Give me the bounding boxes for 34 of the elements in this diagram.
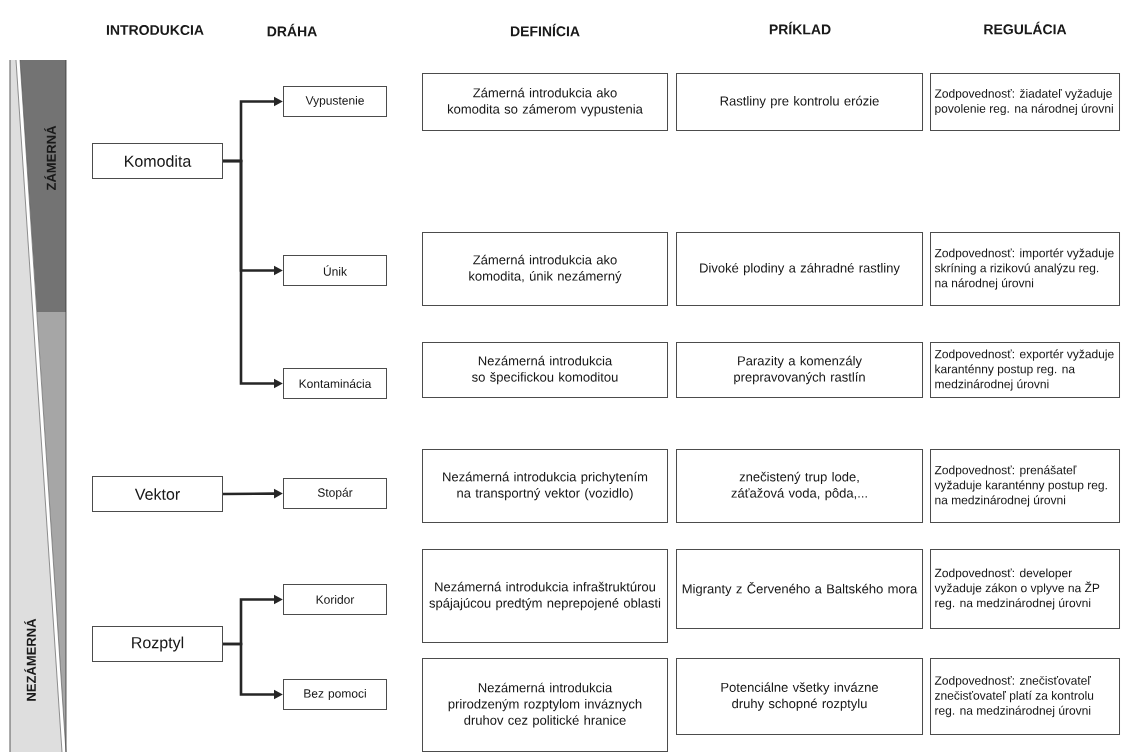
- process-box: Zodpovednosť: žiadateľ vyžaduje povolenie reg. na národnej úrovni: [930, 73, 1120, 131]
- process-box: Divoké plodiny a záhradné rastliny: [676, 232, 923, 306]
- process-box: Vektor: [92, 476, 223, 512]
- process-box: Nezámerná introdukcia prirodzeným rozptylom inváznych druhov cez politické hranice: [422, 658, 668, 752]
- column-header: PRÍKLAD: [769, 21, 831, 35]
- process-box: Zámerná introdukcia ako komodita so zámerom vypustenia: [422, 73, 668, 131]
- process-box: znečistený trup lode, záťažová voda, pôda,...: [676, 449, 923, 523]
- column-header: DEFINÍCIA: [510, 23, 580, 37]
- process-box: Koridor: [283, 584, 387, 615]
- column-header: INTRODUKCIA: [106, 25, 204, 35]
- process-box: Nezámerná introdukcia prichytením na transportný vektor (vozidlo): [422, 449, 668, 523]
- column-header: REGULÁCIA: [984, 21, 1067, 35]
- band-label: NEZÁMERNÁ: [24, 618, 36, 701]
- process-box: Bez pomoci: [283, 679, 387, 710]
- process-box: Zámerná introdukcia ako komodita, únik nezámerný: [422, 232, 668, 306]
- process-box: Parazity a komenzály prepravovaných rastlín: [676, 342, 923, 398]
- band-label: ZÁMERNÁ: [44, 125, 56, 191]
- process-box: Stopár: [283, 478, 387, 509]
- process-box: Zodpovednosť: importér vyžaduje skríning a rizikovú analýzu reg. na národnej úrovni: [930, 232, 1120, 306]
- process-box: Vypustenie: [283, 86, 387, 117]
- process-box: Nezámerná introdukcia so špecifickou komoditou: [422, 342, 668, 398]
- process-box: Potenciálne všetky invázne druhy schopné rozptylu: [676, 658, 923, 735]
- process-box: Zodpovednosť: prenášateľ vyžaduje karanténny postup reg. na medzinárodnej úrovni: [930, 449, 1120, 523]
- process-box: Kontaminácia: [283, 368, 387, 399]
- process-box: Rozptyl: [92, 626, 223, 662]
- column-header: DRÁHA: [267, 23, 317, 37]
- process-box: Zodpovednosť: developer vyžaduje zákon o vplyve na ŽP reg. na medzinárodnej úrovni: [930, 549, 1120, 629]
- process-box: Únik: [283, 255, 387, 286]
- process-box: Rastliny pre kontrolu erózie: [676, 73, 923, 131]
- process-box: Migranty z Červeného a Baltského mora: [676, 549, 923, 629]
- process-box: Nezámerná introdukcia infraštruktúrou spájajúcou predtým neprepojené oblasti: [422, 549, 668, 643]
- process-box: Komodita: [92, 143, 223, 179]
- process-box: Zodpovednosť: exportér vyžaduje karanténny postup reg. na medzinárodnej úrovni: [930, 342, 1120, 398]
- process-box: Zodpovednosť: znečisťovateľ znečisťovateľ platí za kontrolu reg. na medzinárodnej úrovni: [930, 658, 1120, 735]
